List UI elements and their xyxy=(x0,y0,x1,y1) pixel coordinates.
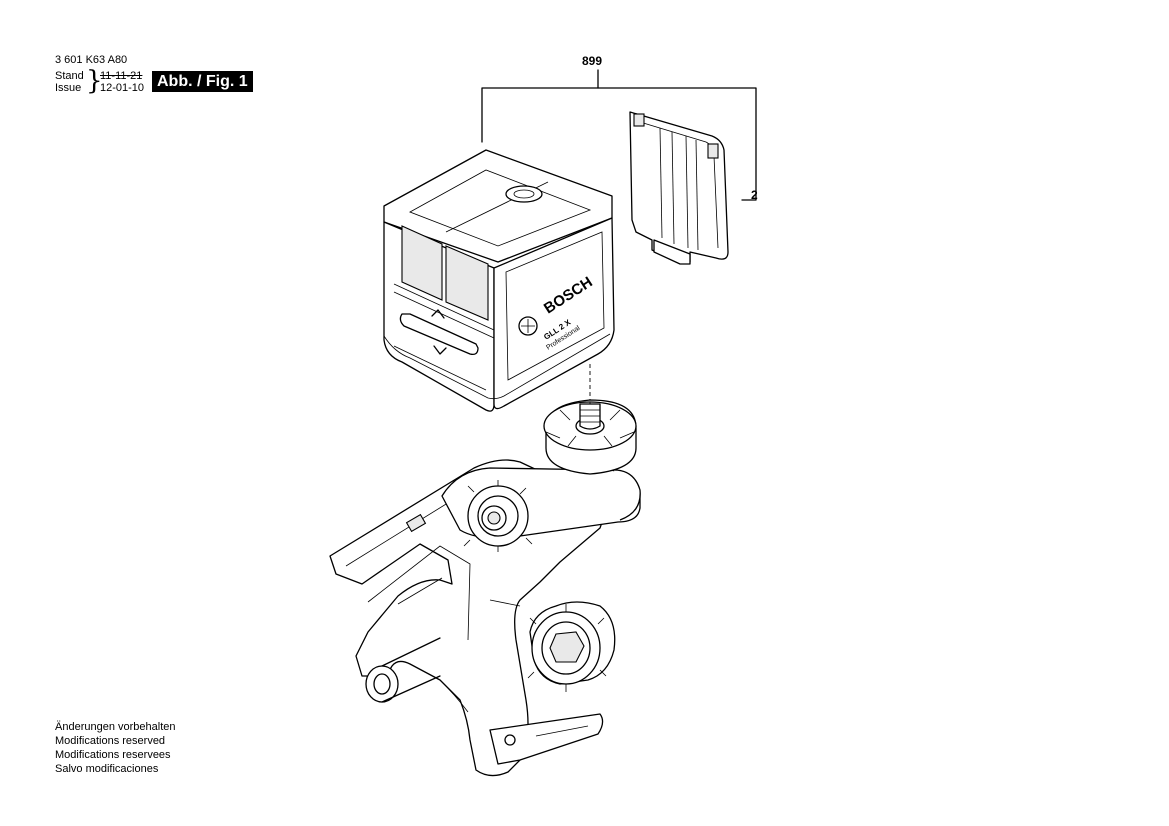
stand-label: Stand xyxy=(55,70,84,82)
footer-notice: Änderungen vorbehalten Modifications res… xyxy=(55,720,175,776)
stand-date: 11-11-21 xyxy=(100,70,143,82)
lower-clamp-knob xyxy=(527,601,616,692)
figure-badge: Abb. / Fig. 1 xyxy=(152,71,253,92)
callout-part-number: 2 xyxy=(751,188,758,202)
laser-level-cube: BOSCH GLL 2 X Professional xyxy=(383,149,615,412)
leader-lines xyxy=(481,69,757,201)
footer-line: Modifications reservees xyxy=(55,749,171,761)
callout-set-number: 899 xyxy=(582,54,603,68)
issue-label: Issue xyxy=(55,82,82,94)
footer-line: Salvo modificaciones xyxy=(55,763,159,775)
footer-line: Modifications reserved xyxy=(55,735,166,747)
document-number: 3 601 K63 A80 xyxy=(55,54,128,66)
upper-clamp-knob xyxy=(441,467,641,552)
issue-date: 12-01-10 xyxy=(100,82,145,94)
footer-line: Änderungen vorbehalten xyxy=(55,721,176,733)
battery-cover-part xyxy=(629,111,729,265)
brace-icon: } xyxy=(86,66,103,96)
mounting-thumb-screw xyxy=(543,399,637,475)
